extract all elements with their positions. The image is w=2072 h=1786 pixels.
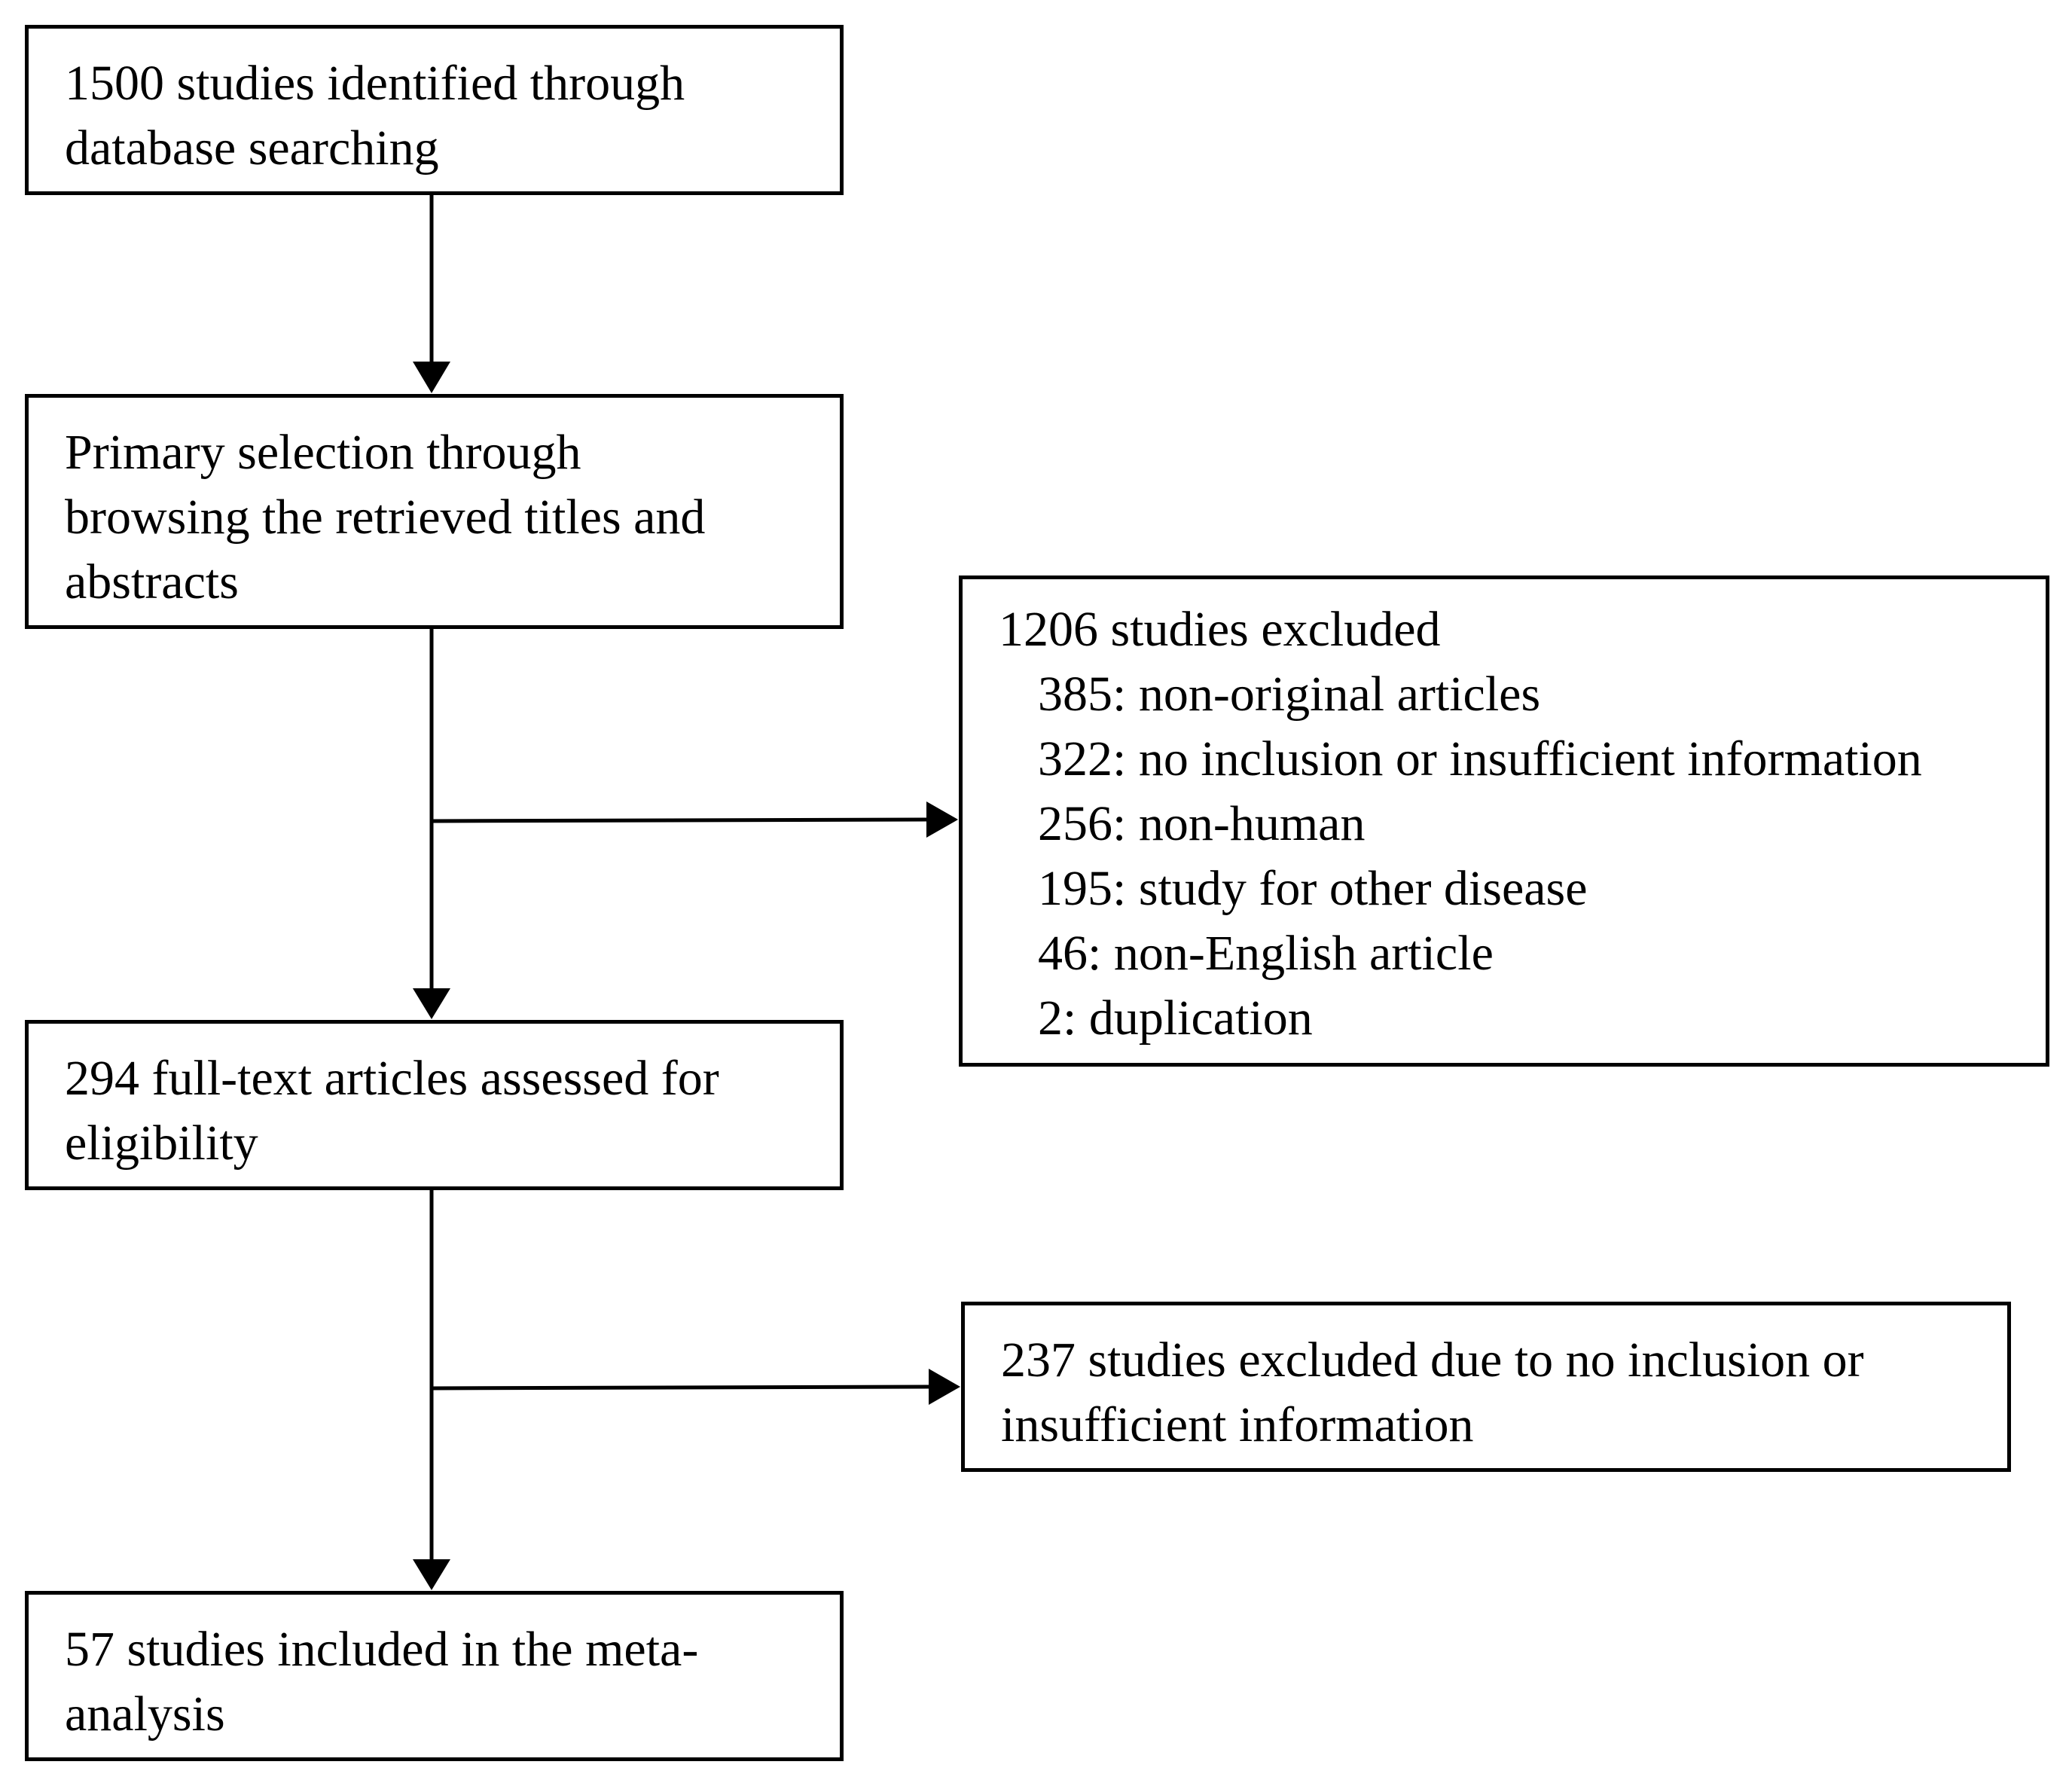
box-included-line: analysis xyxy=(65,1687,225,1742)
excluded-reason: 256: non-human xyxy=(1038,796,1366,851)
excluded-first-heading: 1206 studies excluded xyxy=(999,602,1441,657)
arrow-primary-to-fulltext xyxy=(413,629,450,1019)
box-primary-selection-line: browsing the retrieved titles and xyxy=(65,490,706,545)
excluded-reason: 385: non-original articles xyxy=(1038,667,1541,722)
excluded-reason: 46: non-English article xyxy=(1038,926,1494,981)
arrow-to-excluded-second xyxy=(431,1369,960,1405)
box-identified-line: database searching xyxy=(65,121,439,176)
box-excluded-second-line: insufficient information xyxy=(1001,1397,1474,1452)
excluded-reason: 322: no inclusion or insufficient inform… xyxy=(1038,731,1922,786)
box-identified: 1500 studies identified through database… xyxy=(25,25,844,195)
box-included-line: 57 studies included in the meta- xyxy=(65,1622,699,1677)
excluded-reason: 195: study for other disease xyxy=(1038,861,1588,916)
box-full-text-line: eligibility xyxy=(65,1116,258,1171)
arrow-fulltext-to-included xyxy=(413,1190,450,1590)
arrow-identified-to-primary xyxy=(413,195,450,393)
excluded-reason: 2: duplication xyxy=(1038,991,1313,1046)
box-identified-line: 1500 studies identified through xyxy=(65,56,685,111)
box-excluded-second: 237 studies excluded due to no inclusion… xyxy=(961,1302,2011,1472)
box-full-text-line: 294 full-text articles assessed for xyxy=(65,1051,719,1106)
box-full-text-assessed: 294 full-text articles assessed for elig… xyxy=(25,1020,844,1190)
box-excluded-second-line: 237 studies excluded due to no inclusion… xyxy=(1001,1333,1864,1388)
arrow-to-excluded-first xyxy=(431,801,958,838)
box-excluded-first: 1206 studies excluded 385: non-original … xyxy=(959,575,2049,1067)
box-primary-selection-line: Primary selection through xyxy=(65,425,581,480)
box-included: 57 studies included in the meta- analysi… xyxy=(25,1591,844,1761)
box-primary-selection-line: abstracts xyxy=(65,554,239,609)
box-primary-selection: Primary selection through browsing the r… xyxy=(25,394,844,629)
